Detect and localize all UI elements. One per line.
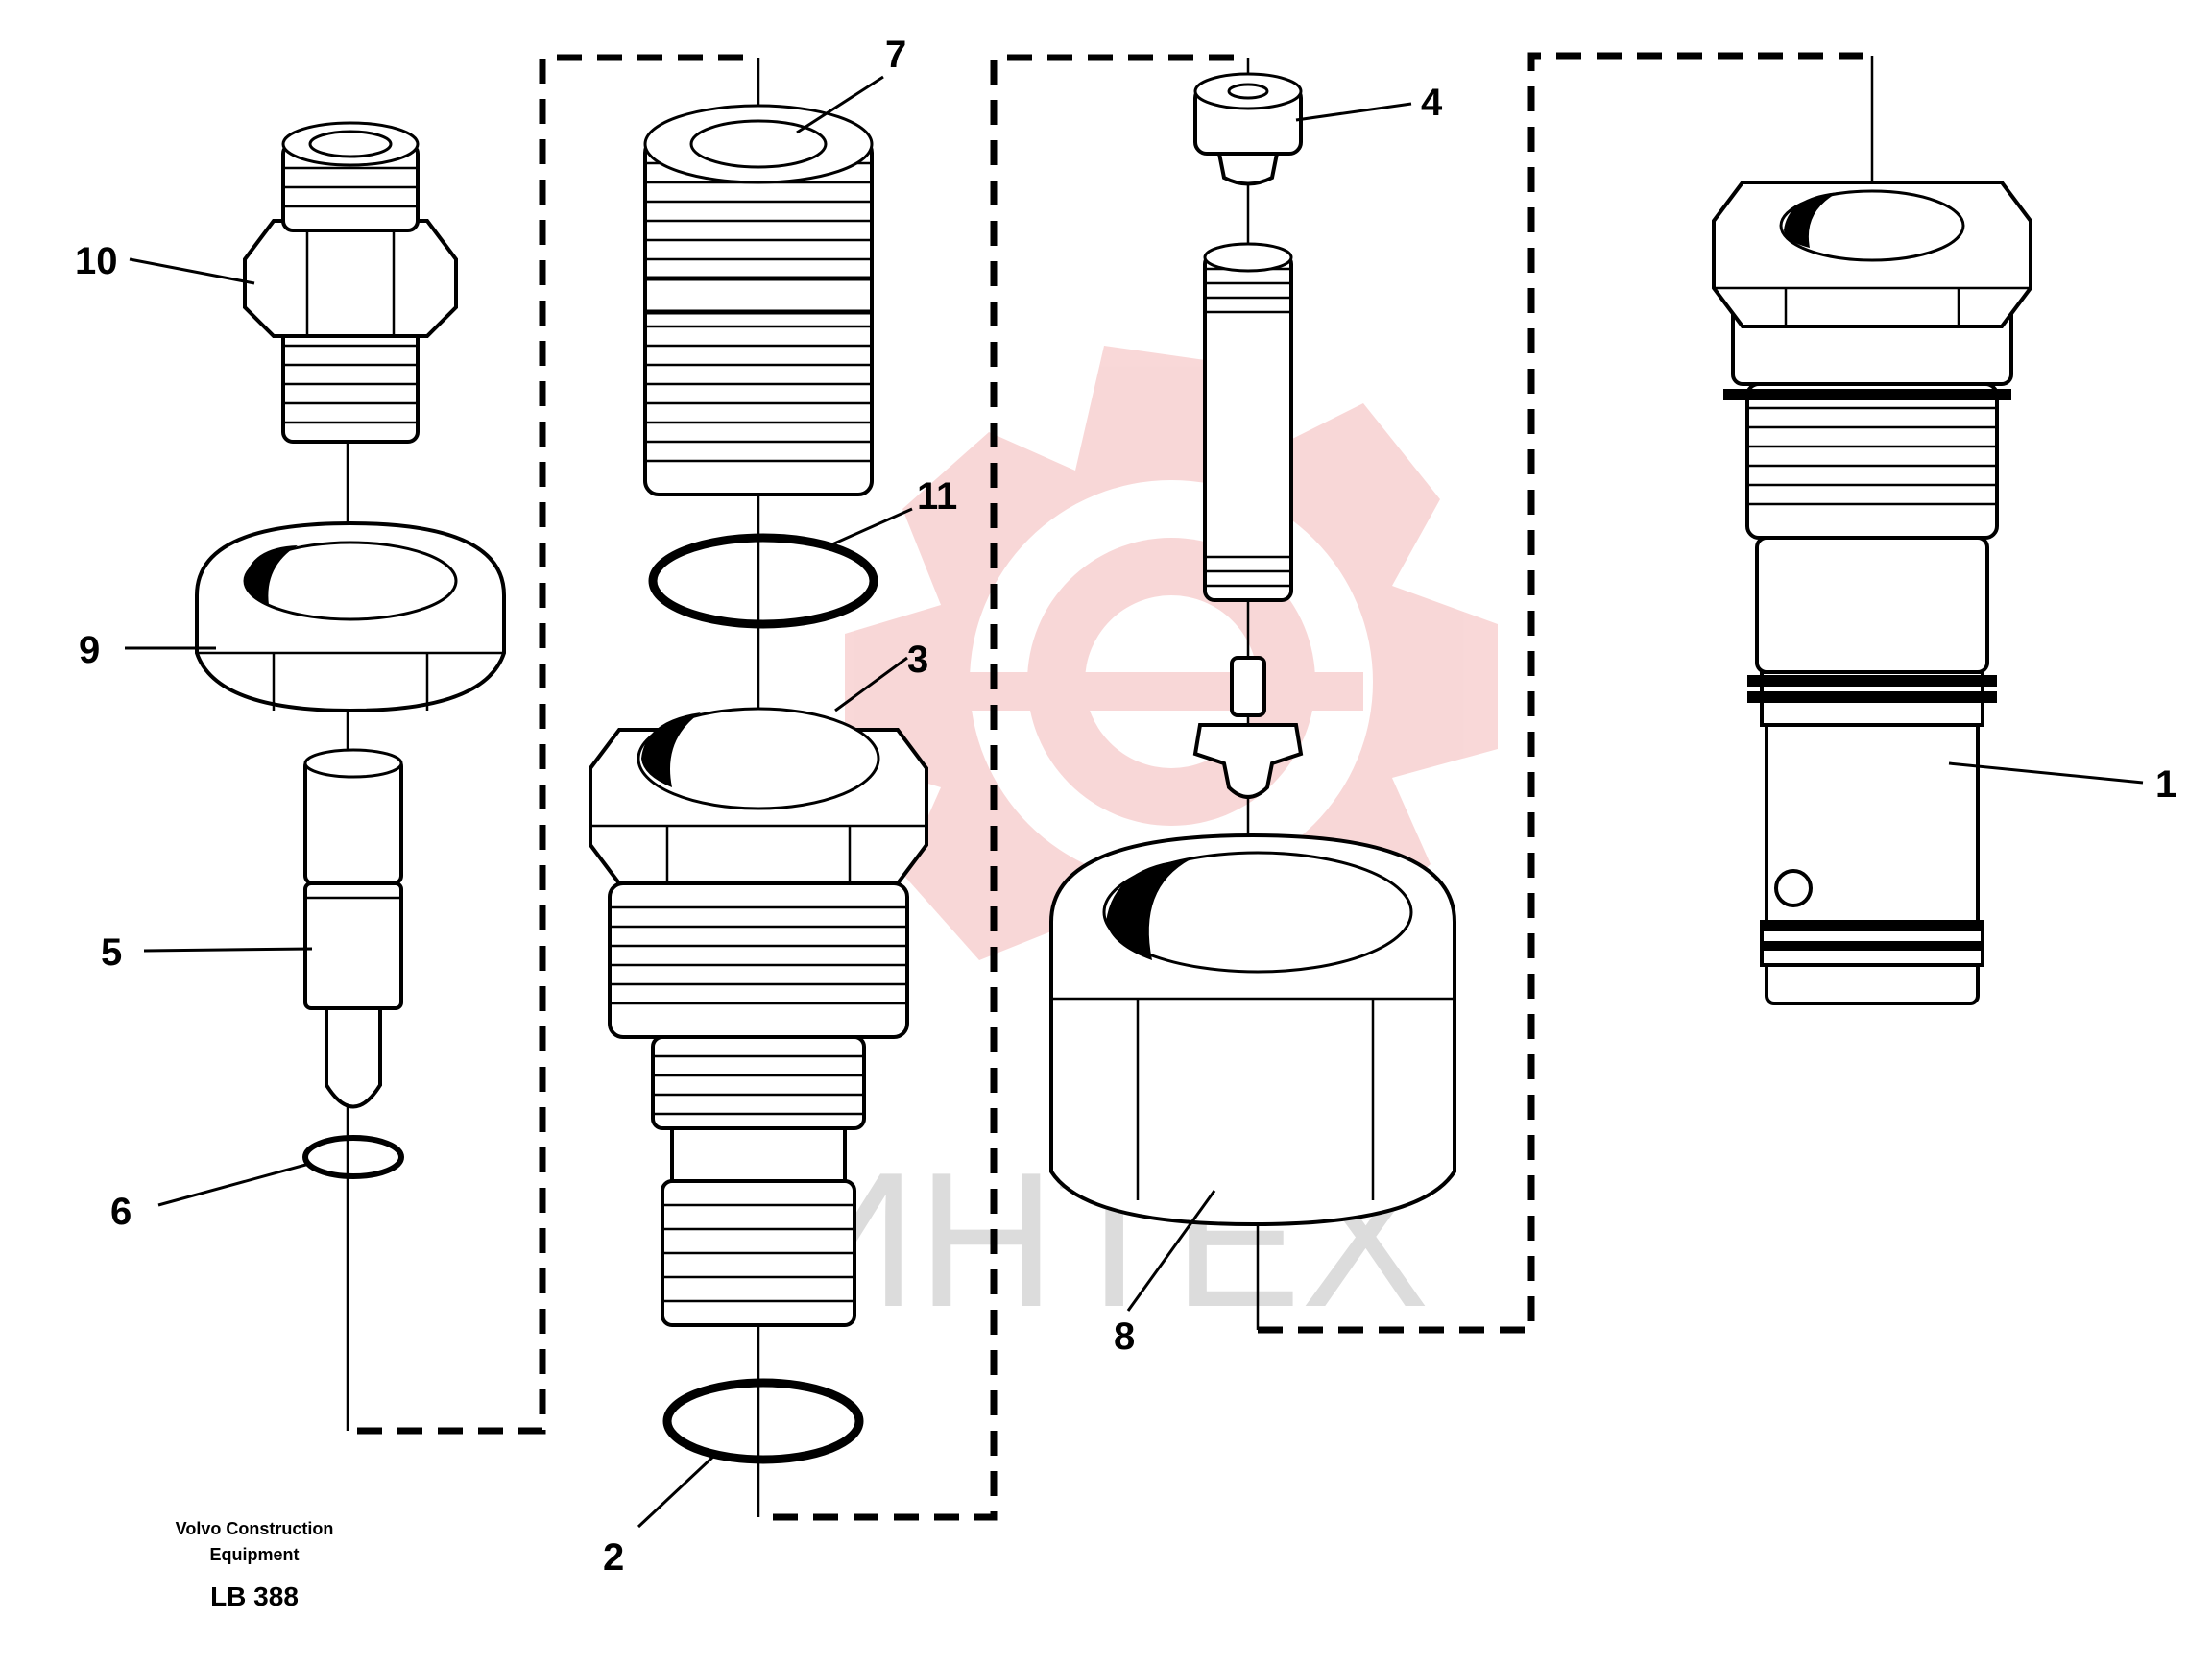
footer-company-line1: Volvo Construction <box>176 1519 334 1538</box>
part-4-cap <box>1193 72 1303 186</box>
callout-9: 9 <box>79 629 100 671</box>
callout-4: 4 <box>1421 82 1443 124</box>
footer-code: LB 388 <box>210 1581 299 1611</box>
callout-labels: 1 2 3 4 5 6 7 8 9 10 11 <box>75 34 2176 1579</box>
callout-1: 1 <box>2155 763 2176 806</box>
callout-2: 2 <box>603 1536 624 1579</box>
footer: Volvo Construction Equipment LB 388 <box>176 1519 334 1611</box>
part-7-threaded-sleeve <box>643 104 874 496</box>
part-5-pin <box>303 748 403 1109</box>
callout-7: 7 <box>885 34 906 76</box>
callout-11: 11 <box>917 475 957 518</box>
callout-10: 10 <box>75 240 118 282</box>
part-1-cartridge-valve <box>1712 181 2032 1005</box>
part-9-lock-nut <box>195 520 506 713</box>
part-poppet <box>1192 656 1304 799</box>
footer-company-line2: Equipment <box>210 1545 300 1564</box>
part-6-washer <box>302 1135 404 1179</box>
leader-lines <box>125 75 2144 1529</box>
callout-8: 8 <box>1114 1316 1135 1358</box>
part-10-adapter <box>243 121 458 444</box>
part-11-o-ring <box>648 533 878 629</box>
dashed-assembly-guides <box>357 52 1872 1521</box>
part-8-large-nut <box>1049 833 1456 1227</box>
callout-3: 3 <box>907 639 928 681</box>
part-spring-tube <box>1203 242 1293 602</box>
callout-5: 5 <box>101 931 122 974</box>
callout-6: 6 <box>110 1191 132 1233</box>
part-3-valve-body <box>589 707 928 1327</box>
part-2-o-ring <box>662 1378 864 1464</box>
